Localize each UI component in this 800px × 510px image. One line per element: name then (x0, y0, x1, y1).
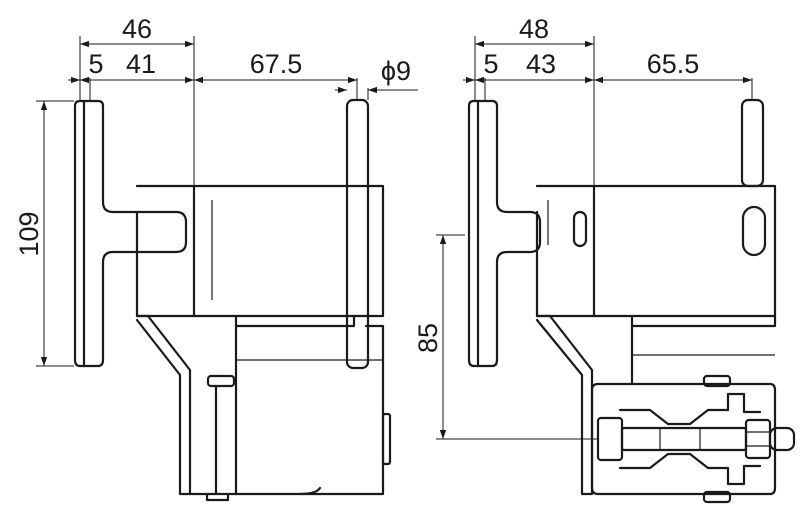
dim-left-overall-width: 46 (122, 14, 152, 44)
left-support-bracket (135, 314, 192, 496)
dim-left-pin-diameter: ϕ9 (381, 56, 411, 86)
dim-left-body-width: 41 (126, 49, 156, 79)
right-slot-left (572, 210, 588, 248)
right-lower-box (630, 314, 777, 386)
right-bolt-nut (744, 418, 772, 460)
left-handle-flange (73, 99, 188, 368)
left-lower-base (188, 486, 322, 502)
dim-right-body-width: 43 (526, 49, 556, 79)
right-clamp-jaw-lower (618, 452, 762, 486)
right-support-bracket (535, 314, 594, 496)
dim-left-pin-offset: 67.5 (250, 49, 303, 79)
right-view: 48 5 43 65.5 85 (413, 14, 796, 504)
left-pin (345, 98, 370, 370)
right-clamp-jaw-upper (618, 392, 762, 426)
right-dimensions: 48 5 43 65.5 85 (413, 14, 753, 440)
dim-left-height: 109 (14, 211, 44, 256)
dim-right-plate-thickness: 5 (483, 49, 498, 79)
dim-right-overall-width: 48 (519, 14, 549, 44)
dim-right-clamp-height: 85 (413, 323, 443, 353)
left-body-block (135, 184, 385, 318)
right-body-block (535, 184, 777, 318)
right-clamp-tab-top (702, 374, 732, 388)
right-clamp-body (590, 382, 777, 496)
right-handle-flange (467, 99, 542, 368)
right-slot-right (741, 205, 767, 257)
left-lower-box (234, 314, 385, 496)
right-clamp-tab-bottom (702, 490, 732, 504)
dim-right-pin-offset: 65.5 (647, 49, 700, 79)
left-dimensions: 46 5 41 67.5 ϕ9 109 (14, 14, 418, 367)
right-bolt-shaft (620, 426, 748, 452)
right-bolt-tip (768, 426, 796, 452)
dim-left-plate-thickness: 5 (88, 49, 103, 79)
left-lower-tab (206, 374, 236, 388)
left-side-knob (381, 412, 392, 466)
right-bolt-head (596, 416, 624, 462)
left-view: 46 5 41 67.5 ϕ9 109 (14, 14, 418, 502)
right-pin (740, 98, 765, 188)
